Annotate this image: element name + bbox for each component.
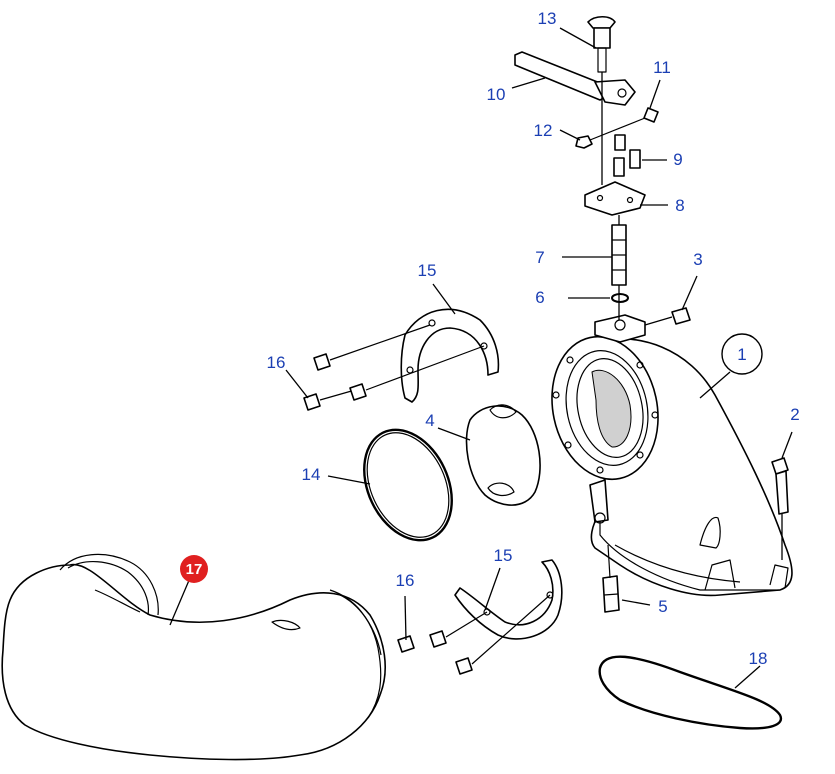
part-1-exhaust-elbow[interactable]: [539, 314, 793, 597]
part-15-upper-clamp-half[interactable]: [400, 308, 500, 403]
part-13-knob[interactable]: [587, 15, 616, 73]
part-16-lower-bolts[interactable]: [397, 594, 551, 675]
part-10-lever-arm[interactable]: [514, 51, 636, 106]
callout-18-label: 18: [749, 649, 768, 668]
callout-5-label: 5: [658, 597, 667, 616]
callout-17-highlight[interactable]: 17: [180, 555, 208, 583]
callout-17-label: 17: [186, 561, 203, 578]
part-6-seal-ring[interactable]: [611, 293, 629, 303]
part-11-bolt[interactable]: [589, 107, 659, 141]
part-16-upper-bolts[interactable]: [303, 324, 485, 411]
callout-1: 1: [721, 333, 763, 375]
callout-7-label: 7: [535, 248, 544, 267]
callout-15-upper-label: 15: [418, 261, 437, 280]
callout-11-label: 11: [653, 58, 671, 77]
callout-14-label: 14: [302, 465, 321, 484]
callout-2-label: 2: [790, 405, 799, 424]
part-7-shaft[interactable]: [611, 224, 627, 286]
callout-13-label: 13: [538, 9, 557, 28]
part-17-exhaust-hose[interactable]: [1, 553, 386, 761]
assembly-axis-lines: [601, 72, 783, 560]
callout-3-label: 3: [693, 250, 702, 269]
part-14-o-ring[interactable]: [347, 416, 469, 555]
part-4-cover-plate[interactable]: [465, 404, 541, 506]
callout-16-upper-label: 16: [267, 353, 286, 372]
callout-9-label: 9: [673, 150, 682, 169]
callout-1-label: 1: [737, 345, 746, 364]
part-15-lower-clamp-half[interactable]: [454, 559, 563, 640]
callout-1-circle: [721, 333, 763, 375]
part-18-gasket[interactable]: [598, 655, 783, 730]
callout-6-label: 6: [535, 288, 544, 307]
callout-15-lower-label: 15: [494, 546, 513, 565]
callout-16-lower-label: 16: [396, 571, 415, 590]
callout-17-badge[interactable]: [180, 555, 208, 583]
callout-12-label: 12: [534, 121, 553, 140]
part-12-nut[interactable]: [575, 135, 593, 149]
leader-lines: [169, 27, 793, 689]
part-3-screw[interactable]: [644, 307, 691, 326]
callout-8-label: 8: [675, 196, 684, 215]
callout-10-label: 10: [487, 85, 506, 104]
part-9-screws[interactable]: [613, 134, 641, 177]
part-2-bolt[interactable]: [771, 457, 789, 515]
callout-4-label: 4: [425, 411, 434, 430]
part-8-bracket-plate[interactable]: [584, 181, 646, 216]
part-5-sensor[interactable]: [602, 544, 620, 613]
